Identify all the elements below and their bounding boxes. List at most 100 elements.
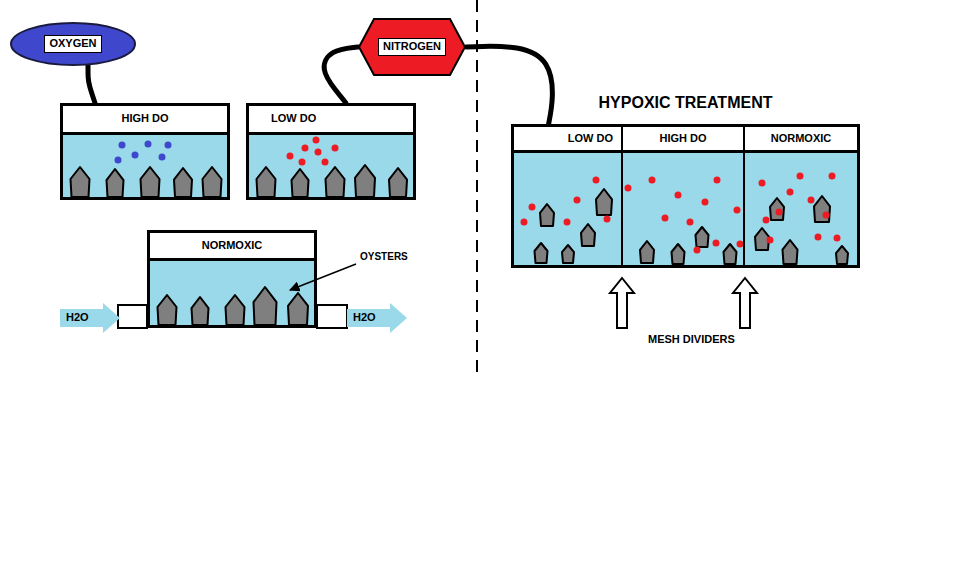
tank-header: LOW DO	[249, 106, 413, 135]
oxygen-bubble	[145, 141, 152, 148]
oyster	[71, 167, 90, 197]
gas-label: NITROGEN	[378, 38, 446, 55]
nitrogen-bubble	[649, 177, 656, 184]
tank-header: NORMOXIC	[745, 127, 857, 153]
nitrogen-bubble	[564, 219, 571, 226]
tank-label: NORMOXIC	[202, 239, 263, 252]
oyster	[724, 244, 737, 264]
flow-label: H2O	[66, 311, 89, 324]
oyster	[288, 293, 308, 325]
nitrogen-bubble	[625, 185, 632, 192]
nitrogen-bubble	[829, 173, 836, 180]
part-label: MESH DIVIDERS	[648, 333, 735, 346]
nitrogen-bubble	[767, 237, 774, 244]
nitrogen-bubble	[315, 149, 322, 156]
oysters	[71, 165, 849, 325]
oyster	[783, 240, 798, 264]
pointer-arrow	[610, 278, 634, 328]
oxygen-bubble	[165, 142, 172, 149]
oyster	[226, 295, 245, 325]
nitrogen-bubble	[815, 234, 822, 241]
label-holder: OXYGEN	[10, 22, 136, 66]
pointer-arrow	[733, 278, 757, 328]
water	[512, 125, 859, 267]
oyster	[581, 224, 595, 246]
gas-source: OXYGEN	[10, 22, 136, 66]
outlet-pipe	[317, 305, 347, 328]
oyster	[562, 245, 574, 263]
inlet-pipe	[118, 305, 147, 328]
oyster	[696, 227, 709, 247]
gas-label: OXYGEN	[44, 35, 101, 52]
tank-compartment: LOW DO	[514, 127, 623, 265]
nitrogen-bubble	[332, 145, 339, 152]
hexagon-outline	[359, 19, 465, 75]
nitrogen-bubble	[823, 212, 830, 219]
tank-label: HIGH DO	[121, 112, 168, 125]
nitrogen-bubble	[529, 204, 536, 211]
label-holder: NITROGEN	[358, 18, 466, 76]
tank-header: HIGH DO	[623, 127, 743, 153]
nitrogen-bubble	[763, 217, 770, 224]
oyster	[203, 167, 222, 197]
oyster	[254, 287, 277, 325]
oyster	[770, 198, 784, 220]
flow-arrow	[60, 303, 120, 333]
oyster	[640, 241, 654, 263]
tank-header: HIGH DO	[63, 106, 227, 135]
oyster	[535, 243, 548, 263]
oxygen-bubble	[115, 157, 122, 164]
oyster	[257, 167, 276, 197]
nitrogen-bubble	[737, 241, 744, 248]
oyster	[192, 297, 209, 325]
nitrogen-bubble	[714, 177, 721, 184]
gas-tube	[88, 64, 95, 103]
oyster	[326, 167, 345, 197]
treatment-tank: HYPOXIC TREATMENTLOW DOHIGH DONORMOXIC	[511, 124, 860, 268]
nitrogen-bubble	[734, 207, 741, 214]
tank-label: HIGH DO	[659, 132, 706, 145]
nitrogen-bubble	[808, 197, 815, 204]
nitrogen-bubble	[574, 197, 581, 204]
tank-compartment: NORMOXIC	[745, 127, 857, 265]
oyster	[158, 295, 177, 325]
tank-heading: HYPOXIC TREATMENT	[599, 93, 773, 112]
gas-tube	[324, 47, 358, 103]
oyster	[836, 246, 848, 264]
tank-label: LOW DO	[271, 112, 316, 125]
oyster	[389, 168, 407, 197]
nitrogen-bubble	[713, 240, 720, 247]
flow-label: H2O	[353, 311, 376, 324]
tank-header: NORMOXIC	[150, 233, 314, 261]
nitrogen-bubble	[322, 159, 329, 166]
nitrogen-bubble	[702, 199, 709, 206]
tank: HIGH DO	[60, 103, 230, 200]
nitrogen-bubble	[834, 235, 841, 242]
oyster	[814, 196, 830, 222]
nitrogen-bubble	[299, 159, 306, 166]
ellipse-outline	[11, 23, 135, 65]
nitrogen-bubble	[759, 180, 766, 187]
nitrogen-bubble	[313, 137, 320, 144]
oyster	[174, 168, 192, 197]
oxygen-bubble	[159, 154, 166, 161]
nitrogen-bubble	[675, 192, 682, 199]
oyster	[672, 244, 685, 264]
oxygen-bubble	[132, 152, 139, 159]
nitrogen-bubble	[287, 153, 294, 160]
nitrogen-bubble	[662, 215, 669, 222]
nitrogen-bubble	[302, 145, 309, 152]
part-label: OYSTERS	[360, 251, 408, 263]
nitrogen-bubble	[593, 177, 600, 184]
gas-source: NITROGEN	[358, 18, 466, 76]
nitrogen-bubble	[787, 189, 794, 196]
tank-compartment: HIGH DO	[623, 127, 745, 265]
nitrogen-bubble	[776, 209, 783, 216]
tank: LOW DO	[246, 103, 416, 200]
nitrogen-bubble	[694, 247, 701, 254]
tank-header: LOW DO	[514, 127, 621, 153]
oyster	[141, 167, 160, 197]
nitrogen-bubble	[604, 216, 611, 223]
